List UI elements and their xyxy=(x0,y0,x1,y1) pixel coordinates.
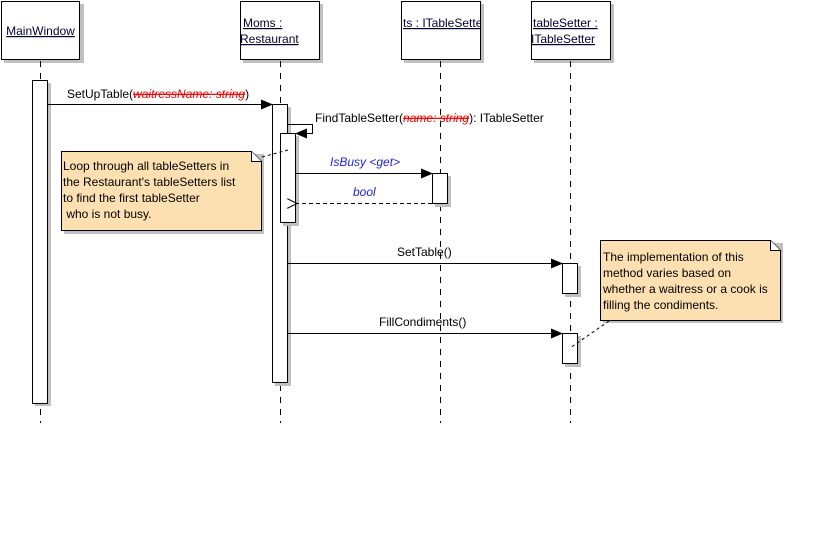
activation-bar[interactable] xyxy=(32,80,48,404)
note-anchor-line xyxy=(569,320,610,349)
note-line: the Restaurant's tableSetters list xyxy=(63,175,236,189)
lifeline-title-line-1: Moms : xyxy=(243,16,282,30)
message-label: SetUpTable(waitressName: string) xyxy=(67,87,249,101)
message-return-bool[interactable]: bool xyxy=(297,185,432,204)
activation-bar[interactable] xyxy=(432,173,448,204)
note-loop[interactable]: Loop through all tableSetters in the Res… xyxy=(61,149,289,234)
note-fold-corner xyxy=(251,151,262,162)
message-fillcondiments[interactable]: FillCondiments() xyxy=(288,315,563,339)
lifeline-title-line-2: Restaurant xyxy=(240,32,299,46)
lifeline-head-box[interactable] xyxy=(401,1,481,60)
lifeline-title-line-2: ITableSetter xyxy=(531,32,595,46)
struck-parameter: waitressName: string xyxy=(133,87,245,101)
lifeline-title: MainWindow xyxy=(6,24,75,38)
message-label: SetTable() xyxy=(397,245,452,259)
nested-activation-bar[interactable] xyxy=(280,133,296,223)
lifeline-head-box[interactable] xyxy=(1,1,80,60)
note-line: whether a waitress or a cook is xyxy=(602,282,768,296)
lifeline-head-box[interactable] xyxy=(531,1,611,60)
message-label: FillCondiments() xyxy=(379,315,466,329)
message-setuptable[interactable]: SetUpTable(waitressName: string) xyxy=(48,87,273,110)
lifeline-title: ts : ITableSetter xyxy=(403,16,486,30)
note-body[interactable] xyxy=(600,240,781,321)
activation-bar[interactable] xyxy=(562,263,578,294)
note-line: filling the condiments. xyxy=(603,298,718,312)
note-line: Loop through all tableSetters in xyxy=(63,159,229,173)
message-findtablesetter[interactable]: FindTableSetter(name: string): ITableSet… xyxy=(288,111,544,139)
struck-parameter: name: string xyxy=(403,111,469,125)
message-settable[interactable]: SetTable() xyxy=(288,245,563,269)
message-isbusy[interactable]: IsBusy <get> xyxy=(296,155,433,179)
lifeline-mainwindow[interactable]: MainWindow xyxy=(1,1,85,424)
note-implementation[interactable]: The implementation of this method varies… xyxy=(569,240,783,349)
note-body[interactable] xyxy=(61,151,262,231)
note-line: method varies based on xyxy=(603,266,731,280)
activation-bar[interactable] xyxy=(562,333,578,364)
self-message-arrow[interactable] xyxy=(288,124,313,139)
note-anchor-line xyxy=(261,149,289,158)
message-label: FindTableSetter(name: string): ITableSet… xyxy=(315,111,544,125)
lifeline-ts-itablesetter[interactable]: ts : ITableSetter xyxy=(401,1,487,424)
lifeline-head-box[interactable] xyxy=(240,1,320,60)
message-label: bool xyxy=(353,185,376,199)
message-label: IsBusy <get> xyxy=(330,155,400,169)
lifeline-moms-restaurant[interactable]: Moms : Restaurant xyxy=(240,1,323,424)
lifeline-title-line-1: tableSetter : xyxy=(533,16,598,30)
note-line: who is not busy. xyxy=(63,207,152,221)
note-line: to find the first tableSetter xyxy=(63,191,200,205)
note-fold-corner xyxy=(770,240,781,251)
note-line: The implementation of this xyxy=(603,250,744,264)
lifeline-tablesetter-itablesetter[interactable]: tableSetter : ITableSetter xyxy=(531,1,614,424)
